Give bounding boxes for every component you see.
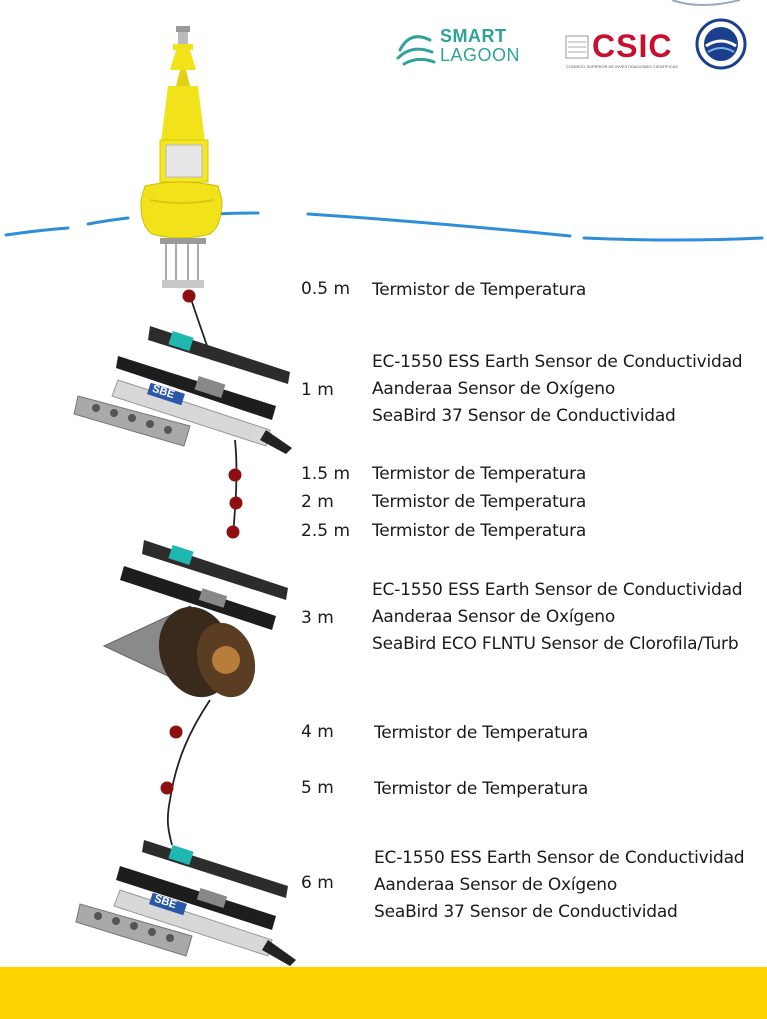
sensor-desc-4m: Termistor de Temperatura [374,723,589,743]
sensor-desc-1m-line2: Aanderaa Sensor de Oxígeno [372,379,616,399]
sensor-desc-0-5m: Termistor de Temperatura [372,280,587,300]
sensor-cluster-6m [75,840,296,966]
thermistor-dot-2-5m [226,525,240,539]
water-surface [4,211,764,242]
seabed-bar [0,967,767,1019]
sensor-cluster-3m [102,540,288,698]
sensor-desc-2m: Termistor de Temperatura [372,492,587,512]
sensor-desc-3m-line3: SeaBird ECO FLNTU Sensor de Clorofila/Tu… [372,634,739,654]
sensor-desc-3m-line2: Aanderaa Sensor de Oxígeno [372,607,616,627]
thermistor-dot-5m [160,781,174,795]
thermistor-dot-1-5m [228,468,242,482]
partial-seal [671,0,741,6]
thermistor-dot-4m [169,725,183,739]
sensor-desc-1m-line1: EC-1550 ESS Earth Sensor de Conductivida… [372,352,743,372]
sensor-desc-6m-line3: SeaBird 37 Sensor de Conductividad [374,902,678,922]
depth-label-6m: 6 m [301,873,334,893]
depth-label-2-5m: 2.5 m [301,521,350,541]
buoy [140,26,223,288]
sensor-desc-6m-line2: Aanderaa Sensor de Oxígeno [374,875,618,895]
sensor-desc-6m-line1: EC-1550 ESS Earth Sensor de Conductivida… [374,848,745,868]
depth-label-1-5m: 1.5 m [301,464,350,484]
depth-label-4m: 4 m [301,722,334,742]
sensor-cluster-1m [73,326,292,454]
thermistor-dot-2m [229,496,243,510]
sensor-desc-5m: Termistor de Temperatura [374,779,589,799]
depth-label-3m: 3 m [301,608,334,628]
thermistor-dots [160,289,243,795]
thermistor-dot-0-5m [182,289,196,303]
depth-label-2m: 2 m [301,492,334,512]
depth-label-5m: 5 m [301,778,334,798]
sensor-desc-2-5m: Termistor de Temperatura [372,521,587,541]
sensor-desc-1-5m: Termistor de Temperatura [372,464,587,484]
smart-lagoon-line2: LAGOON [440,45,521,65]
ieo-logo [695,18,747,70]
sensor-desc-1m-line3: SeaBird 37 Sensor de Conductividad [372,406,676,426]
csic-icon [565,35,589,59]
depth-label-1m: 1 m [301,380,334,400]
depth-label-0-5m: 0.5 m [301,279,350,299]
csic-subtitle: CONSEJO SUPERIOR DE INVESTIGACIONES CIEN… [566,64,678,69]
smart-lagoon-icon [396,35,436,66]
smart-lagoon-line1: SMART [440,26,507,46]
sensor-desc-3m-line1: EC-1550 ESS Earth Sensor de Conductivida… [372,580,743,600]
csic-logo-text: CSIC [592,28,673,64]
